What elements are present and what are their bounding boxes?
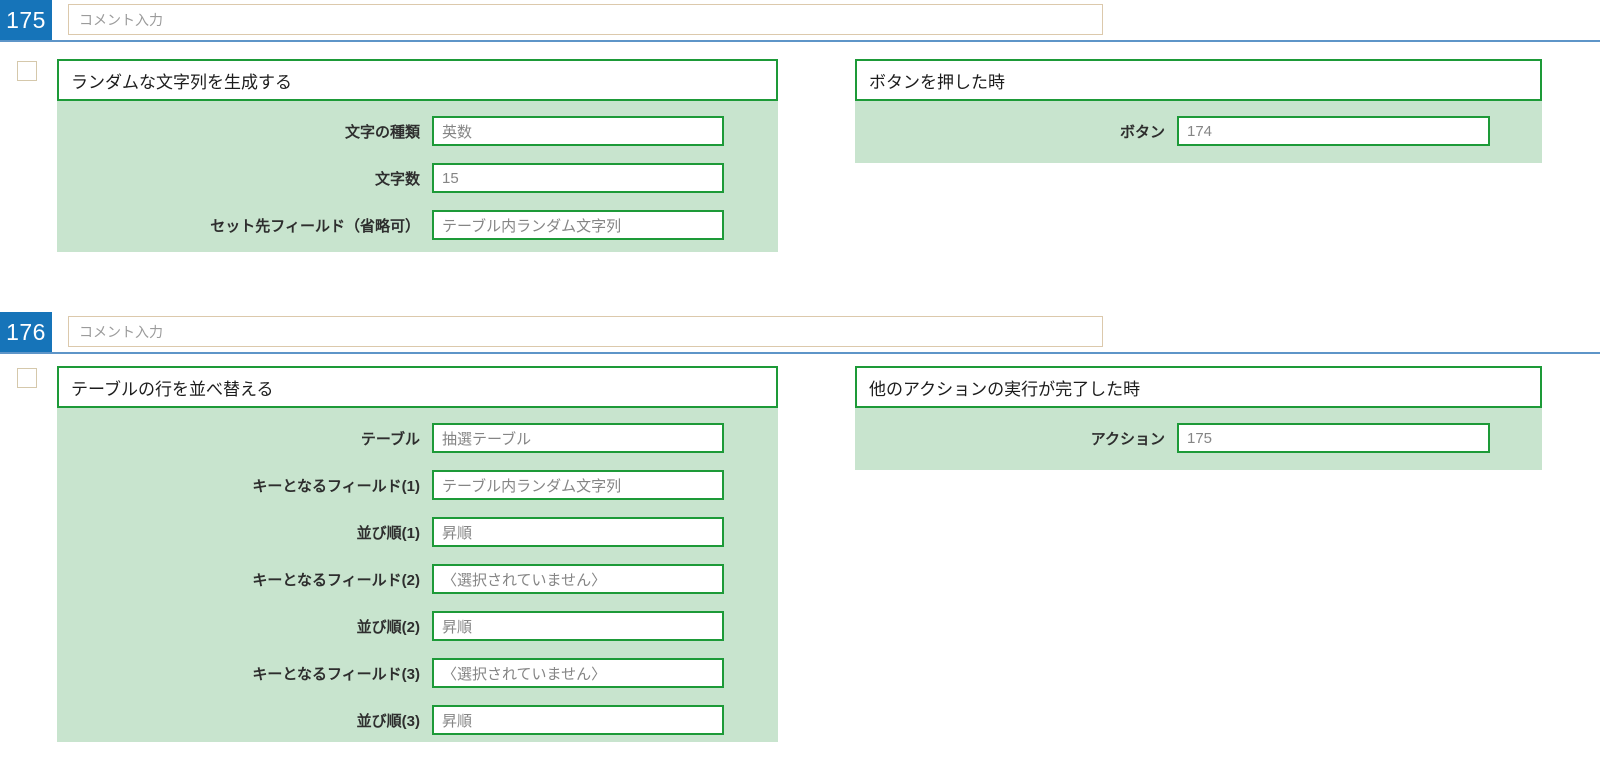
field-value-select[interactable]: 174 bbox=[1177, 116, 1490, 146]
trigger-panel-body: アクション 175 bbox=[855, 408, 1542, 470]
field-row: 並び順(2) 昇順 bbox=[57, 611, 724, 641]
field-row: ボタン 174 bbox=[855, 116, 1490, 146]
field-label: ボタン bbox=[1119, 123, 1165, 141]
field-label: 並び順(3) bbox=[356, 712, 420, 730]
field-label: キーとなるフィールド(3) bbox=[252, 665, 420, 683]
trigger-panel: ボタンを押した時 ボタン 174 bbox=[855, 59, 1542, 163]
action-number-badge: 175 bbox=[0, 0, 52, 40]
field-label: キーとなるフィールド(1) bbox=[252, 477, 420, 495]
field-row: テーブル 抽選テーブル bbox=[57, 423, 724, 453]
field-value-select[interactable]: 〈選択されていません〉 bbox=[432, 658, 724, 688]
field-value-select[interactable]: 英数 bbox=[432, 116, 724, 146]
field-label: アクション bbox=[1090, 430, 1165, 448]
action-type-select[interactable]: ランダムな文字列を生成する bbox=[57, 59, 778, 101]
block-separator-line bbox=[0, 352, 1600, 354]
field-row: アクション 175 bbox=[855, 423, 1490, 453]
field-row: セット先フィールド（省略可） テーブル内ランダム文字列 bbox=[57, 210, 724, 240]
trigger-panel-body: ボタン 174 bbox=[855, 101, 1542, 163]
action-panel: ランダムな文字列を生成する 文字の種類 英数 文字数 15 セット先フィールド（… bbox=[57, 59, 778, 252]
field-label: 並び順(1) bbox=[356, 524, 420, 542]
field-value-select[interactable]: 昇順 bbox=[432, 517, 724, 547]
field-value-select[interactable]: 〈選択されていません〉 bbox=[432, 564, 724, 594]
field-label: 文字の種類 bbox=[344, 123, 420, 141]
field-label: 文字数 bbox=[374, 170, 420, 188]
trigger-type-select[interactable]: 他のアクションの実行が完了した時 bbox=[855, 366, 1542, 408]
row-select-checkbox[interactable] bbox=[17, 61, 37, 81]
comment-input[interactable] bbox=[68, 316, 1103, 347]
field-value-select[interactable]: 175 bbox=[1177, 423, 1490, 453]
field-label: セット先フィールド（省略可） bbox=[210, 217, 420, 235]
action-type-select[interactable]: テーブルの行を並べ替える bbox=[57, 366, 778, 408]
field-row: 文字数 15 bbox=[57, 163, 724, 193]
field-row: キーとなるフィールド(2) 〈選択されていません〉 bbox=[57, 564, 724, 594]
field-value-select[interactable]: 抽選テーブル bbox=[432, 423, 724, 453]
field-row: キーとなるフィールド(1) テーブル内ランダム文字列 bbox=[57, 470, 724, 500]
field-row: キーとなるフィールド(3) 〈選択されていません〉 bbox=[57, 658, 724, 688]
action-panel: テーブルの行を並べ替える テーブル 抽選テーブル キーとなるフィールド(1) テ… bbox=[57, 366, 778, 742]
comment-input[interactable] bbox=[68, 4, 1103, 35]
field-value-select[interactable]: テーブル内ランダム文字列 bbox=[432, 470, 724, 500]
field-label: 並び順(2) bbox=[356, 618, 420, 636]
action-panel-body: テーブル 抽選テーブル キーとなるフィールド(1) テーブル内ランダム文字列 並… bbox=[57, 408, 778, 742]
field-row: 文字の種類 英数 bbox=[57, 116, 724, 146]
field-label: キーとなるフィールド(2) bbox=[252, 571, 420, 589]
action-number-badge: 176 bbox=[0, 312, 52, 352]
field-label: テーブル bbox=[360, 430, 420, 448]
field-value-select[interactable]: テーブル内ランダム文字列 bbox=[432, 210, 724, 240]
trigger-panel: 他のアクションの実行が完了した時 アクション 175 bbox=[855, 366, 1542, 470]
field-value-select[interactable]: 昇順 bbox=[432, 705, 724, 735]
action-panel-body: 文字の種類 英数 文字数 15 セット先フィールド（省略可） テーブル内ランダム… bbox=[57, 101, 778, 252]
row-select-checkbox[interactable] bbox=[17, 368, 37, 388]
block-separator-line bbox=[0, 40, 1600, 42]
field-value-select[interactable]: 昇順 bbox=[432, 611, 724, 641]
field-row: 並び順(3) 昇順 bbox=[57, 705, 724, 735]
field-value-select[interactable]: 15 bbox=[432, 163, 724, 193]
trigger-type-select[interactable]: ボタンを押した時 bbox=[855, 59, 1542, 101]
field-row: 並び順(1) 昇順 bbox=[57, 517, 724, 547]
